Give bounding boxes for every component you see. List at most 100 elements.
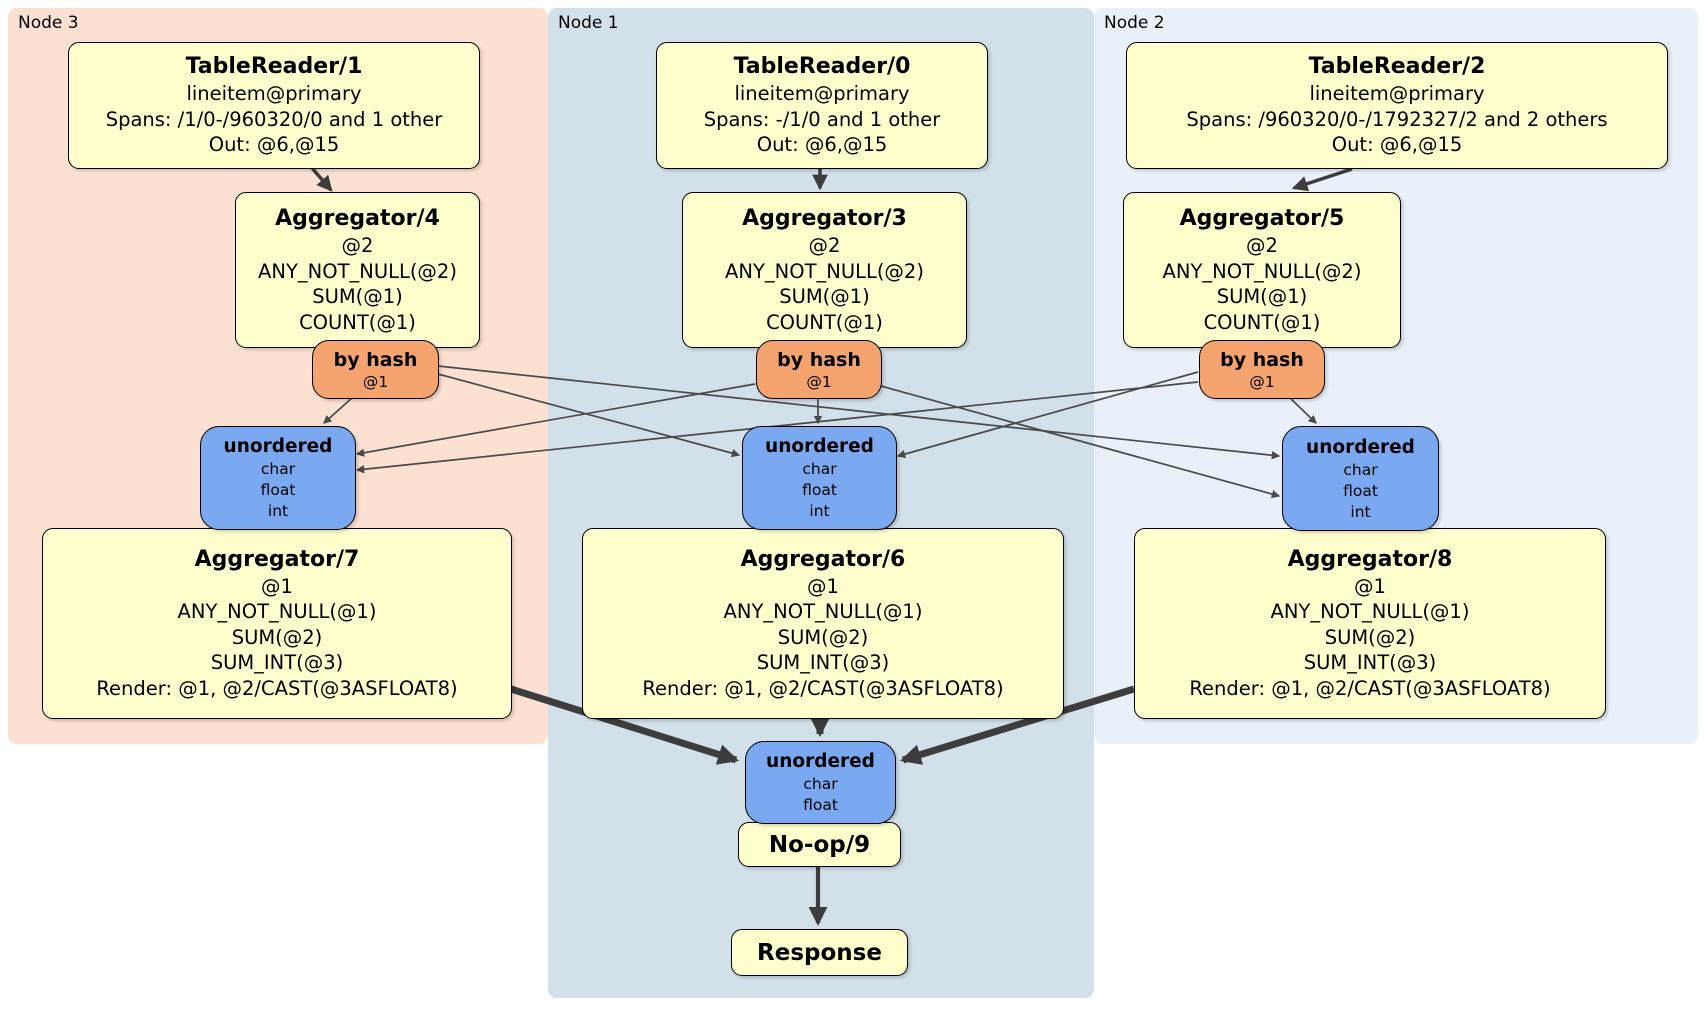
processor-detail-line: ANY_NOT_NULL(@1) <box>177 600 377 624</box>
processor-detail-line: Render: @1, @2/CAST(@3ASFLOAT8) <box>96 676 458 700</box>
edge-aggregator-8-to-sync-final <box>899 685 1136 765</box>
edge-router-node1-to-sync-node2 <box>880 385 1281 499</box>
router-node3: by hash@1 <box>312 340 439 399</box>
sync-node1: unordered char float int <box>742 426 897 530</box>
sync-title: unordered <box>1306 436 1415 458</box>
processor-detail-line: SUM(@1) <box>1216 285 1308 308</box>
processor-detail-line: SUM_INT(@3) <box>1303 651 1437 675</box>
processor-title-no-op-9: No-op/9 <box>768 831 871 858</box>
processor-detail-line: Spans: -/1/0 and 1 other <box>703 107 941 131</box>
sync-column-type: char <box>803 775 838 793</box>
edge-router-node1-to-sync-node3 <box>355 383 756 457</box>
edge-aggregator-7-to-sync-final <box>509 685 740 765</box>
processor-detail-line: COUNT(@1) <box>1203 310 1321 334</box>
processor-title-aggregator-4: Aggregator/4 <box>275 206 440 231</box>
processor-detail-line: @1 <box>261 574 293 598</box>
processor-detail-line: @2 <box>341 234 374 257</box>
processor-detail-line: ANY_NOT_NULL(@2) <box>1162 259 1362 283</box>
processor-detail-line: Spans: /1/0-/960320/0 and 1 other <box>105 107 443 131</box>
processor-title-aggregator-8: Aggregator/8 <box>1287 546 1453 572</box>
processor-detail-line: COUNT(@1) <box>299 310 416 334</box>
processor-detail-line: Out: @6,@15 <box>1331 133 1463 157</box>
sync-title: unordered <box>223 436 333 457</box>
sync-node2: unordered char float int <box>1282 426 1439 531</box>
processor-title-tablereader-0: TableReader/0 <box>733 54 911 80</box>
processor-detail-line: SUM_INT(@3) <box>210 651 344 675</box>
edge-tablereader-1-to-aggregator-4 <box>310 166 333 192</box>
router-key: @1 <box>362 372 389 391</box>
sync-column-type: char <box>1343 460 1378 479</box>
edge-router-node3-to-sync-node2 <box>437 365 1281 460</box>
processor-detail-line: Render: @1, @2/CAST(@3ASFLOAT8) <box>1189 676 1551 700</box>
edge-router-node3-to-sync-node3 <box>323 397 353 424</box>
processor-detail-line: @2 <box>1246 234 1278 257</box>
sync-column-type: int <box>267 502 289 520</box>
processor-detail-line: @1 <box>1354 574 1386 598</box>
sync-title: unordered <box>765 436 874 457</box>
router-title: by hash <box>1220 348 1304 371</box>
router-key: @1 <box>806 372 832 391</box>
sync-column-type: int <box>809 502 830 520</box>
processor-detail-line: SUM(@2) <box>777 625 869 649</box>
processor-detail-line: ANY_NOT_NULL(@2) <box>725 259 924 283</box>
region-label-node2: Node 2 <box>1104 13 1165 33</box>
sync-column-type: float <box>260 481 296 499</box>
sync-title: unordered <box>766 751 875 772</box>
processor-detail-line: ANY_NOT_NULL(@2) <box>258 259 457 283</box>
region-label-node3: Node 3 <box>18 13 79 33</box>
router-node2: by hash@1 <box>1199 340 1325 399</box>
processor-detail-line: SUM(@1) <box>779 285 870 308</box>
processor-detail-line: SUM(@2) <box>231 625 323 649</box>
edge-router-node3-to-sync-node1 <box>437 373 741 458</box>
processor-detail-line: @2 <box>808 234 841 257</box>
router-key: @1 <box>1249 372 1275 391</box>
processor-detail-line: Out: @6,@15 <box>208 133 340 157</box>
processor-detail-line: Out: @6,@15 <box>756 133 888 157</box>
processor-detail-line: ANY_NOT_NULL(@1) <box>1270 600 1470 624</box>
processor-detail-line: lineitem@primary <box>734 82 910 106</box>
sync-column-type: int <box>1350 502 1371 521</box>
processor-detail-line: COUNT(@1) <box>766 310 883 334</box>
region-label-node1: Node 1 <box>558 13 619 33</box>
processor-detail-line: SUM(@1) <box>312 285 403 308</box>
edge-router-node2-to-sync-node1 <box>896 371 1199 459</box>
processor-response: Response <box>731 929 908 976</box>
sync-column-type: char <box>260 460 296 478</box>
edge-router-node2-to-sync-node2 <box>1289 397 1317 424</box>
sync-node3: unordered char float int <box>200 426 356 530</box>
processor-detail-line: lineitem@primary <box>186 82 362 106</box>
processor-title-response: Response <box>757 939 882 966</box>
processor-title-tablereader-1: TableReader/1 <box>185 54 363 80</box>
processor-no-op-9: No-op/9 <box>738 822 901 867</box>
sync-column-type: float <box>802 481 837 499</box>
processor-title-aggregator-6: Aggregator/6 <box>740 546 906 572</box>
sync-final: unordered char float <box>745 741 896 824</box>
sync-column-type: float <box>803 796 838 814</box>
processor-detail-line: lineitem@primary <box>1309 82 1485 106</box>
router-title: by hash <box>777 348 861 371</box>
processor-title-aggregator-5: Aggregator/5 <box>1179 206 1345 231</box>
processor-detail-line: ANY_NOT_NULL(@1) <box>723 600 923 624</box>
edge-tablereader-2-to-aggregator-5 <box>1291 167 1353 192</box>
processor-detail-line: @1 <box>807 574 839 598</box>
router-node1: by hash@1 <box>756 340 882 399</box>
sync-column-type: char <box>802 460 837 478</box>
processor-detail-line: Render: @1, @2/CAST(@3ASFLOAT8) <box>642 676 1004 700</box>
sync-column-type: float <box>1343 481 1378 500</box>
processor-title-aggregator-7: Aggregator/7 <box>194 546 360 572</box>
processor-detail-line: Spans: /960320/0-/1792327/2 and 2 others <box>1186 107 1608 131</box>
processor-title-aggregator-3: Aggregator/3 <box>742 206 907 231</box>
router-title: by hash <box>333 348 418 371</box>
processor-detail-line: SUM(@2) <box>1324 625 1416 649</box>
